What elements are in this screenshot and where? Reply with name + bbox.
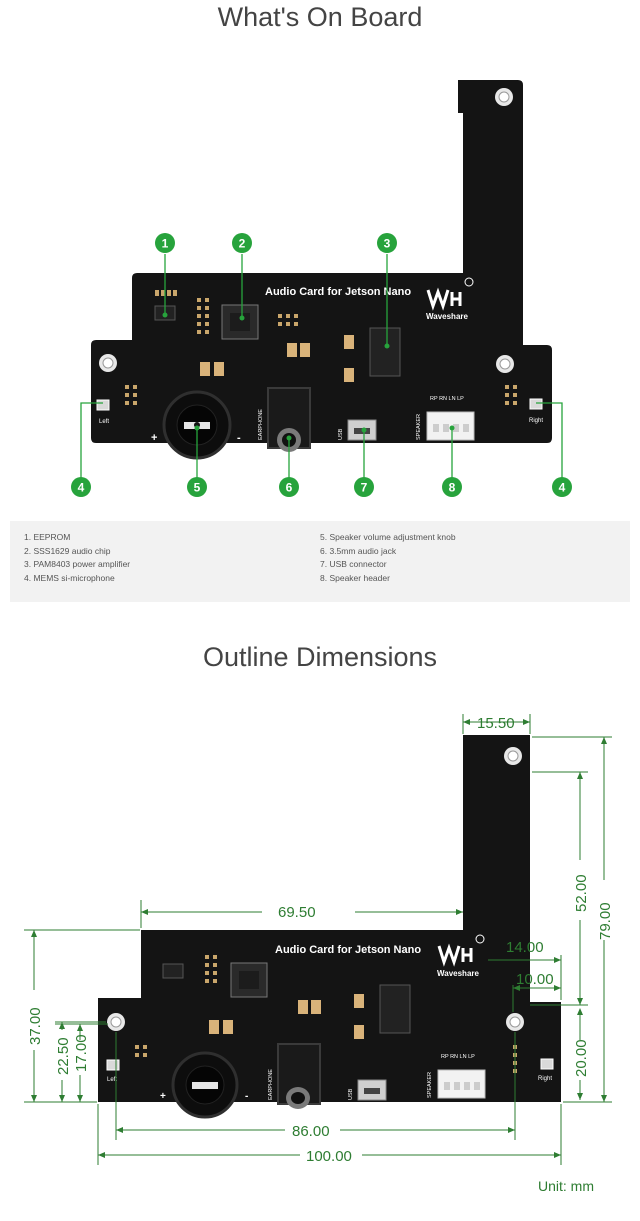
mounting-hole-icon — [506, 1013, 524, 1031]
dim-100-00: 100.00 — [306, 1148, 352, 1165]
usb-connector-icon — [357, 1079, 387, 1101]
mounting-hole-icon — [99, 354, 117, 372]
pcb-board — [91, 80, 552, 443]
dim-15-50: 15.50 — [477, 715, 515, 732]
callout-2: 2 — [232, 233, 252, 253]
brand-silk: Waveshare — [426, 312, 469, 321]
unit-label: Unit: mm — [538, 1178, 594, 1194]
component-legend: 1. EEPROM 2. SSS1629 audio chip 3. PAM84… — [10, 521, 630, 602]
audio-jack-icon — [277, 1043, 321, 1109]
silk-plus: + — [151, 432, 157, 444]
mounting-hole-icon — [107, 1013, 125, 1031]
board-name-silk: Audio Card for Jetson Nano — [275, 944, 421, 956]
svg-text:4: 4 — [78, 481, 85, 495]
dim-69-50: 69.50 — [278, 904, 316, 921]
callout-5: 5 — [187, 477, 207, 497]
dim-86-00: 86.00 — [292, 1123, 330, 1140]
silk-usb: USB — [338, 428, 344, 440]
svg-text:4: 4 — [559, 481, 566, 495]
legend-column-right: 5. Speaker volume adjustment knob 6. 3.5… — [320, 531, 456, 585]
callout-7: 7 — [354, 477, 374, 497]
legend-item: 1. EEPROM — [24, 532, 71, 542]
silk-minus: - — [245, 1091, 248, 1102]
board-diagram-top: Audio Card for Jetson Nano Waveshare Lef… — [71, 80, 572, 497]
legend-item: 8. Speaker header — [320, 572, 390, 583]
legend-item: 6. 3.5mm audio jack — [320, 545, 397, 556]
speaker-header-icon — [437, 1069, 486, 1099]
silk-usb: USB — [348, 1088, 354, 1100]
svg-text:3: 3 — [384, 237, 391, 251]
silk-left-label: Left — [107, 1077, 117, 1083]
dim-52-00: 52.00 — [573, 874, 590, 912]
silk-right-label: Right — [529, 418, 543, 424]
legend-column-left: 1. EEPROM 2. SSS1629 audio chip 3. PAM84… — [24, 531, 130, 585]
legend-item: 5. Speaker volume adjustment knob — [320, 532, 456, 542]
silk-right-label: Right — [538, 1076, 552, 1082]
silk-plus: + — [160, 1091, 166, 1102]
dim-37-00: 37.00 — [27, 1007, 44, 1045]
silk-earphone: EARPHONE — [268, 1069, 274, 1100]
section-title-outline-dimensions: Outline Dimensions — [202, 642, 438, 672]
speaker-header-icon — [426, 411, 475, 441]
silk-left-label: Left — [99, 419, 109, 425]
callout-6: 6 — [279, 477, 299, 497]
volume-knob-icon — [162, 390, 232, 460]
callout-1: 1 — [155, 233, 175, 253]
silk-speaker: SPEAKER — [416, 414, 422, 440]
svg-text:7: 7 — [361, 481, 368, 495]
svg-text:5: 5 — [194, 481, 201, 495]
legend-item: 4. MEMS si-microphone — [24, 572, 115, 583]
legend-item: 7. USB connector — [320, 559, 387, 570]
brand-silk: Waveshare — [437, 969, 480, 978]
mounting-hole-icon — [496, 355, 514, 373]
dim-79-00: 79.00 — [597, 902, 614, 940]
waveshare-logo-icon — [437, 934, 485, 967]
legend-item: 3. PAM8403 power amplifier — [24, 559, 131, 570]
dim-20-00: 20.00 — [573, 1039, 590, 1077]
silk-header-pins: RP RN LN LP — [430, 396, 464, 402]
callout-3: 3 — [377, 233, 397, 253]
callout-4-left: 4 — [71, 477, 91, 497]
dim-17-00: 17.00 — [73, 1034, 90, 1072]
mounting-hole-icon — [495, 88, 513, 106]
silk-earphone: EARPHONE — [258, 409, 264, 440]
dimension-lines — [24, 714, 612, 1165]
pcb-board-outline — [98, 735, 561, 1102]
svg-text:8: 8 — [449, 481, 456, 495]
silk-minus: - — [237, 432, 241, 444]
silk-speaker: SPEAKER — [427, 1072, 433, 1098]
dim-10-00: 10.00 — [516, 971, 554, 988]
silk-header-pins: RP RN LN LP — [441, 1054, 475, 1060]
callout-8: 8 — [442, 477, 462, 497]
svg-text:2: 2 — [239, 237, 246, 251]
callout-4-right: 4 — [552, 477, 572, 497]
section-title-whats-on-board: What's On Board — [217, 2, 423, 32]
legend-item: 2. SSS1629 audio chip — [24, 545, 111, 556]
waveshare-logo-icon — [426, 277, 474, 311]
dimension-arrowheads — [31, 719, 607, 1158]
mounting-hole-icon — [504, 747, 522, 765]
svg-text:6: 6 — [286, 481, 293, 495]
dim-14-00: 14.00 — [506, 939, 544, 956]
svg-text:1: 1 — [162, 237, 169, 251]
board-name-silk: Audio Card for Jetson Nano — [265, 286, 411, 298]
dim-22-50: 22.50 — [55, 1037, 72, 1075]
volume-knob-icon — [171, 1051, 239, 1119]
